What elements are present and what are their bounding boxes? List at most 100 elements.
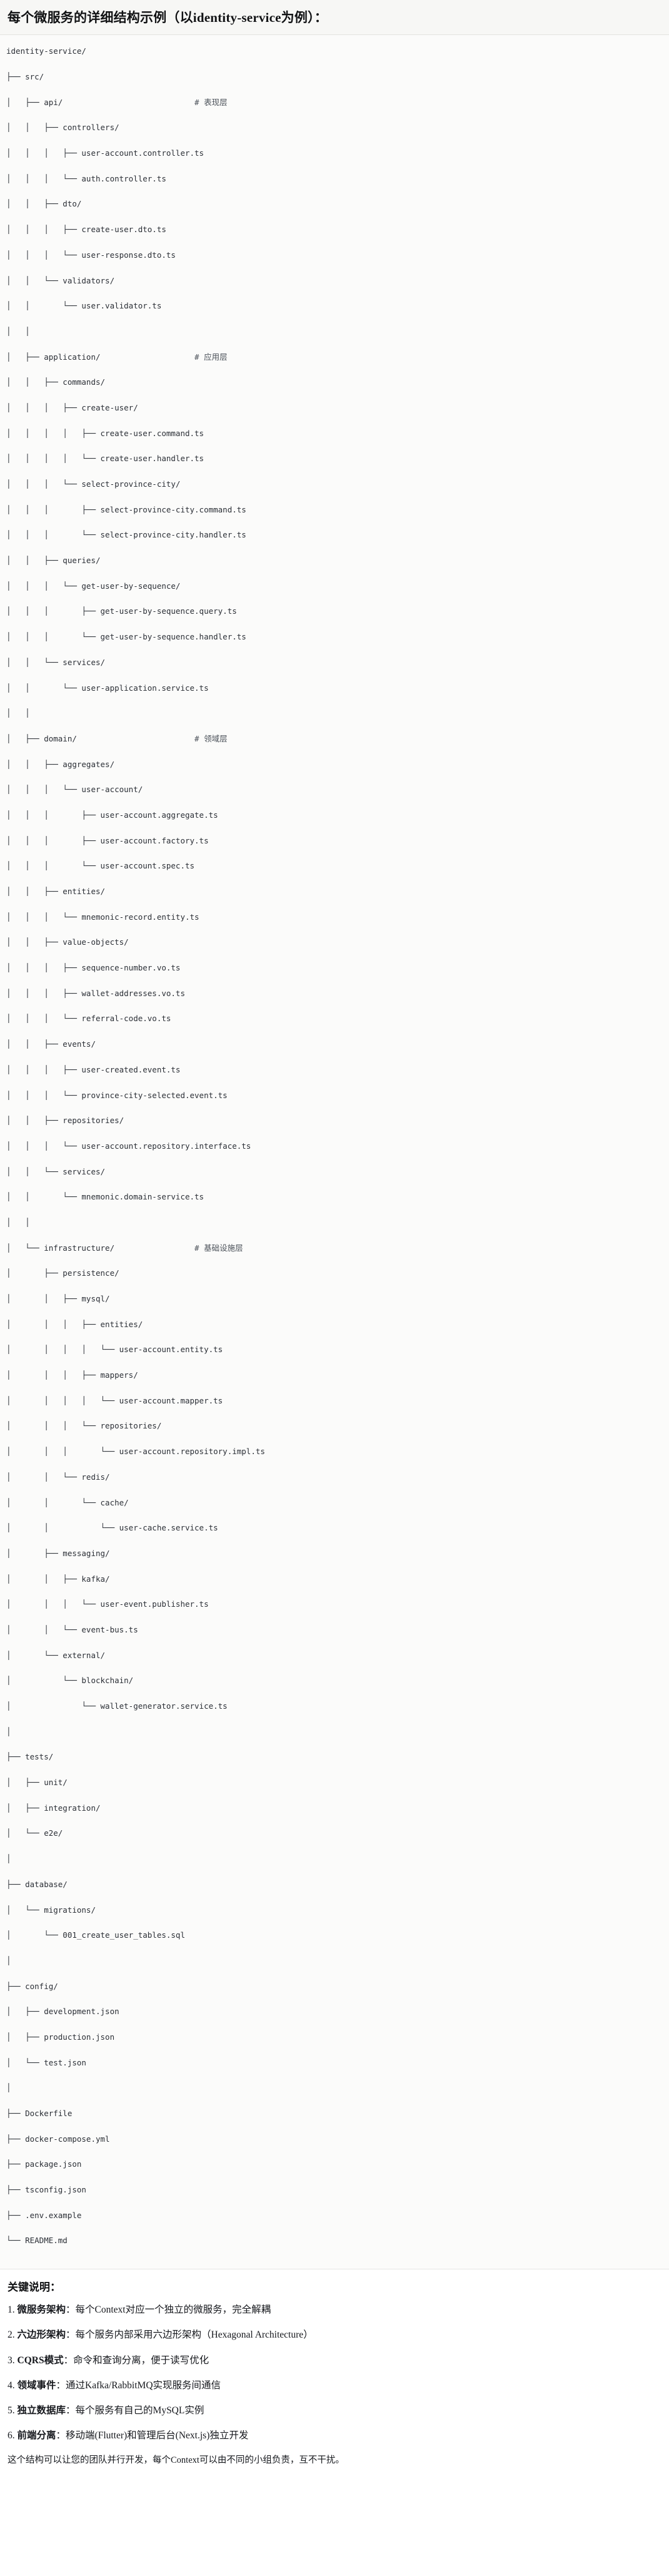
tree-node-label: │ ├── persistence/ (6, 1268, 119, 1278)
tree-line: ├── config/ (6, 1980, 663, 1993)
tree-line: │ ├── api/ # 表现层 (6, 96, 663, 109)
tree-line: │ │ │ └── user-account.spec.ts (6, 860, 663, 872)
tree-node-comment: # 表现层 (194, 97, 228, 107)
tree-line: │ ├── integration/ (6, 1802, 663, 1815)
directory-tree-block: identity-service/ ├── src/ │ ├── api/ # … (0, 35, 669, 2269)
key-note-term: 六边形架构 (17, 2329, 66, 2341)
tree-line: │ │ │ └── mnemonic-record.entity.ts (6, 911, 663, 924)
tree-line: │ │ │ ├── user-account.factory.ts (6, 835, 663, 847)
key-note-separator: ： (63, 2355, 74, 2366)
tree-line: ├── Dockerfile (6, 2107, 663, 2120)
tree-node-label: │ │ │ └── mnemonic-record.entity.ts (6, 912, 199, 922)
tree-node-label: identity-service/ (6, 46, 86, 56)
page-title: 每个微服务的详细结构示例（以identity-service为例）： (8, 10, 328, 25)
key-note-description: 命令和查询分离，便于读写优化 (73, 2355, 209, 2366)
tree-line: │ └── e2e/ (6, 1827, 663, 1840)
tree-line: └── README.md (6, 2234, 663, 2247)
tree-line: ├── tests/ (6, 1751, 663, 1763)
tree-node-label: │ │ │ └── user-account/ (6, 785, 143, 795)
tree-line: │ │ │ └── select-province-city/ (6, 478, 663, 491)
tree-line: │ │ └── event-bus.ts (6, 1624, 663, 1636)
tree-node-label: │ │ ├── controllers/ (6, 123, 119, 133)
tree-line: │ │ │ │ └── user-account.entity.ts (6, 1343, 663, 1356)
tree-line: │ ├── production.json (6, 2031, 663, 2044)
tree-line: │ │ │ ├── user-account.aggregate.ts (6, 809, 663, 822)
tree-node-label: ├── Dockerfile (6, 2109, 73, 2119)
tree-node-label: │ │ │ ├── mappers/ (6, 1370, 138, 1380)
tree-line: │ │ │ └── select-province-city.handler.t… (6, 529, 663, 541)
tree-node-label: │ │ │ └── get-user-by-sequence.handler.t… (6, 632, 246, 642)
tree-node-label: ├── package.json (6, 2159, 82, 2169)
key-note-item: 6. 前端分离：移动端(Flutter)和管理后台(Next.js)独立开发 (8, 2428, 661, 2443)
tree-node-label: │ └── 001_create_user_tables.sql (6, 1930, 185, 1940)
key-note-separator: ： (66, 2405, 76, 2416)
tree-line: │ │ │ └── user-account/ (6, 783, 663, 796)
tree-line: │ │ │ └── get-user-by-sequence.handler.t… (6, 631, 663, 643)
key-note-term: 领域事件 (17, 2380, 56, 2391)
tree-node-label: ├── config/ (6, 1981, 58, 1991)
key-note-item: 3. CQRS模式：命令和查询分离，便于读写优化 (8, 2353, 661, 2368)
tree-node-label: │ │ ├── dto/ (6, 199, 82, 209)
tree-node-label: ├── src/ (6, 72, 44, 82)
tree-line: │ │ │ ├── create-user.dto.ts (6, 223, 663, 236)
tree-line: │ └── test.json (6, 2057, 663, 2069)
tree-node-label: │ │ ├── queries/ (6, 556, 101, 566)
tree-line: │ │ │ ├── create-user/ (6, 402, 663, 414)
key-note-index: 5. (8, 2405, 18, 2416)
tree-line: │ │ ├── kafka/ (6, 1573, 663, 1586)
key-note-term: 微服务架构 (17, 2304, 66, 2316)
tree-node-label: │ ├── messaging/ (6, 1548, 110, 1558)
tree-node-label: │ │ └── user-application.service.ts (6, 683, 209, 693)
tree-line: │ ├── persistence/ (6, 1267, 663, 1280)
tree-node-label: │ │ │ └── get-user-by-sequence/ (6, 581, 181, 591)
tree-node-label: │ └── infrastructure/ (6, 1243, 195, 1253)
tree-node-label: │ │ └── user-cache.service.ts (6, 1523, 218, 1533)
tree-node-label: │ │ │ ├── select-province-city.command.t… (6, 504, 246, 514)
tree-line: │ │ └── redis/ (6, 1471, 663, 1484)
tree-line: ├── tsconfig.json (6, 2184, 663, 2196)
key-note-separator: ： (56, 2380, 66, 2391)
tree-line: ├── docker-compose.yml (6, 2133, 663, 2146)
key-note-term: 前端分离 (17, 2430, 56, 2441)
tree-line: │ └── blockchain/ (6, 1674, 663, 1687)
tree-line: │ (6, 1853, 663, 1865)
tree-node-label: │ │ │ ├── user-created.event.ts (6, 1064, 181, 1074)
tree-node-label: │ ├── api/ (6, 97, 195, 107)
tree-line: │ │ │ └── province-city-selected.event.t… (6, 1089, 663, 1102)
tree-line: │ │ │ ├── get-user-by-sequence.query.ts (6, 605, 663, 618)
key-note-item: 4. 领域事件：通过Kafka/RabbitMQ实现服务间通信 (8, 2378, 661, 2393)
tree-node-label: │ │ │ ├── sequence-number.vo.ts (6, 963, 181, 973)
tree-node-label: │ │ (6, 326, 30, 336)
tree-node-label: ├── .env.example (6, 2210, 82, 2220)
tree-line: │ │ ├── events/ (6, 1038, 663, 1051)
key-notes-heading: 关键说明： (8, 2281, 61, 2294)
tree-node-label: │ │ │ ├── create-user.dto.ts (6, 225, 166, 235)
tree-line: │ │ ├── entities/ (6, 885, 663, 898)
tree-node-label: │ └── blockchain/ (6, 1676, 134, 1686)
tree-line: │ └── 001_create_user_tables.sql (6, 1929, 663, 1942)
tree-node-label: │ └── e2e/ (6, 1828, 63, 1838)
key-note-separator: ： (66, 2304, 76, 2316)
tree-line: ├── .env.example (6, 2209, 663, 2222)
tree-node-label: │ │ │ └── province-city-selected.event.t… (6, 1090, 228, 1100)
tree-line: │ │ ├── mysql/ (6, 1293, 663, 1305)
tree-line: │ │ └── validators/ (6, 275, 663, 287)
tree-node-label: │ ├── unit/ (6, 1778, 68, 1788)
tree-node-label: │ │ (6, 1217, 30, 1227)
tree-line: ├── src/ (6, 71, 663, 83)
tree-line: │ │ ├── dto/ (6, 198, 663, 210)
tree-node-comment: # 领域层 (194, 733, 228, 743)
tree-node-label: │ (6, 1955, 11, 1965)
tree-line: │ │ (6, 1216, 663, 1229)
tree-line: │ │ │ ├── sequence-number.vo.ts (6, 962, 663, 974)
tree-line: │ │ └── user-application.service.ts (6, 682, 663, 695)
tree-line: │ └── wallet-generator.service.ts (6, 1700, 663, 1713)
tree-line: │ │ │ └── user-response.dto.ts (6, 249, 663, 262)
tree-node-label: │ │ └── services/ (6, 657, 106, 667)
key-note-index: 2. (8, 2329, 18, 2341)
tree-node-label: │ │ └── event-bus.ts (6, 1624, 138, 1634)
tree-node-label: │ │ ├── kafka/ (6, 1574, 110, 1584)
tree-node-label: │ │ ├── entities/ (6, 887, 106, 897)
